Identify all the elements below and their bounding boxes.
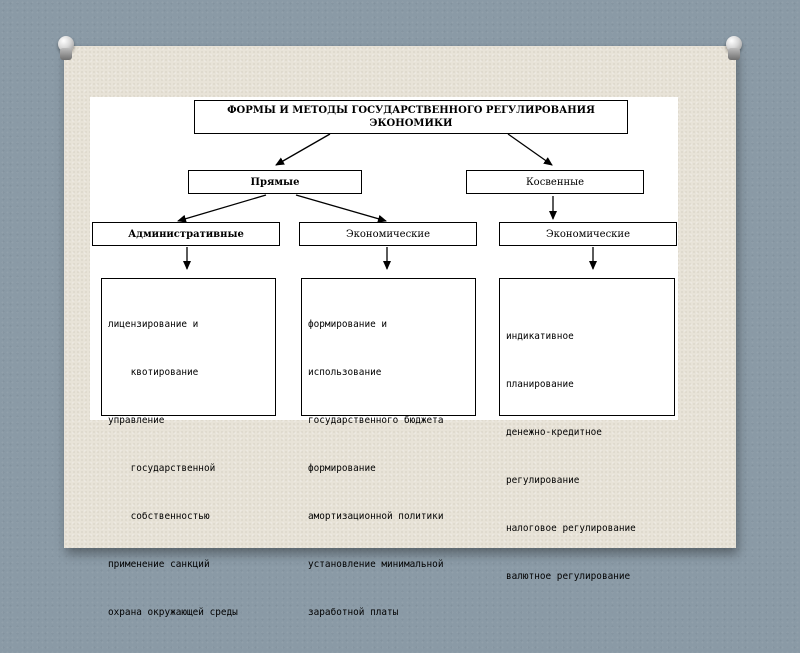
diagram-title-box: ФОРМЫ И МЕТОДЫ ГОСУДАРСТВЕННОГО РЕГУЛИРО…: [194, 100, 628, 134]
economic-indirect-items-box: индикативное планирование денежно-кредит…: [499, 278, 675, 582]
administrative-label: Административные: [128, 228, 244, 240]
diagram-title-line-1: ФОРМЫ И МЕТОДЫ ГОСУДАРСТВЕННОГО РЕГУЛИРО…: [227, 105, 595, 116]
list-item: налоговое регулирование: [506, 523, 636, 534]
list-item: индикативное: [506, 331, 574, 342]
pushpin-icon: [724, 36, 744, 62]
list-item: амортизационной политики: [308, 511, 444, 522]
list-item: собственностью: [108, 511, 210, 522]
administrative-box: Административные: [92, 222, 280, 246]
administrative-items-box: лицензирование и квотирование управление…: [101, 278, 276, 618]
arrow-title-to-direct: [275, 133, 331, 166]
diagram-title-line-2: ЭКОНОМИКИ: [369, 118, 453, 129]
list-item: применение санкций: [108, 559, 210, 570]
list-item: использование: [308, 367, 382, 378]
list-item: формирование и: [308, 319, 388, 330]
list-item: валютное регулирование: [506, 571, 631, 582]
list-item: регулирование: [506, 475, 580, 486]
list-item: заработной платы: [308, 607, 399, 618]
indirect-methods-label: Косвенные: [525, 176, 585, 188]
arrow-direct-to-economic: [295, 194, 387, 223]
list-item: формирование: [308, 463, 376, 474]
indirect-methods-box: Косвенные: [466, 170, 644, 194]
economic-direct-items-box: формирование и использование государстве…: [301, 278, 476, 618]
economic-indirect-box: Экономические: [499, 222, 677, 246]
list-item: государственной: [108, 463, 216, 474]
list-item: денежно-кредитное: [506, 427, 602, 438]
list-item: квотирование: [108, 367, 199, 378]
economic-direct-label: Экономические: [345, 228, 430, 240]
list-item: планирование: [506, 379, 574, 390]
list-item: лицензирование и: [108, 319, 199, 330]
direct-methods-box: Прямые: [188, 170, 362, 194]
list-item: охрана окружающей среды: [108, 607, 238, 618]
direct-methods-label: Прямые: [250, 176, 300, 188]
list-item: установление минимальной: [308, 559, 444, 570]
economic-indirect-label: Экономические: [545, 228, 630, 240]
connector-arrows: [177, 133, 597, 270]
arrow-title-to-indirect: [507, 133, 553, 166]
diagram-panel: ФОРМЫ И МЕТОДЫ ГОСУДАРСТВЕННОГО РЕГУЛИРО…: [90, 97, 678, 618]
pushpin-icon: [56, 36, 76, 62]
arrow-direct-to-administrative: [177, 194, 267, 223]
list-item: государственного бюджета: [308, 415, 444, 426]
economic-direct-box: Экономические: [299, 222, 477, 246]
list-item: управление: [108, 415, 165, 426]
